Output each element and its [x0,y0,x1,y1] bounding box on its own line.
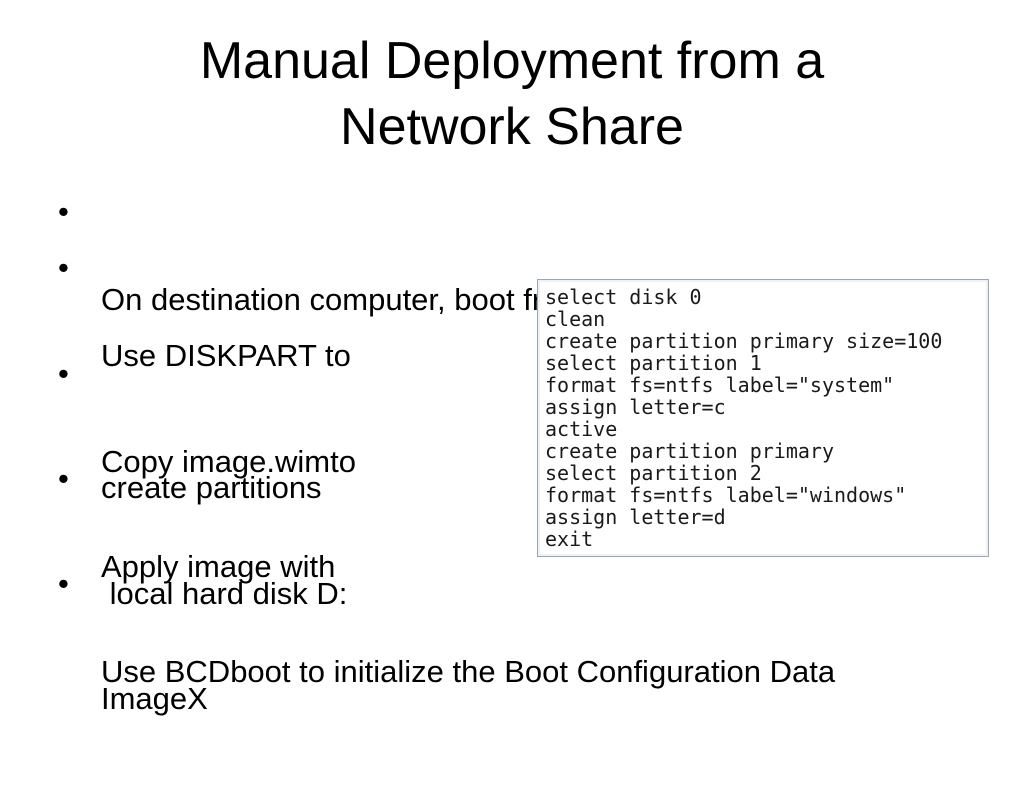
bullet-dot: • [58,250,69,285]
code-line: create partition primary size=100 [545,329,943,353]
code-line: active [545,417,618,441]
bullet-text: Copy image.wimto local hard disk D: [101,352,356,704]
bullet-dot: • [58,194,69,229]
bullet-dot: • [58,461,69,496]
bullet-line: ImageX [101,681,208,716]
code-line: format fs=ntfs label="system" [545,373,895,397]
bullet-line: Use DISKPART to [101,338,351,373]
bullet-dot: • [58,356,69,391]
bullet-line: local hard disk D: [101,576,348,611]
bullet-text: Use DISKPART to create partitions [101,246,351,598]
bullet-line: Apply image with [101,549,336,584]
code-line: create partition primary [545,439,834,463]
bullet-line: Copy image.wimto [101,444,356,479]
diskpart-script-image: select disk 0 clean create partition pri… [537,279,989,557]
code-line: select disk 0 [545,285,702,309]
bullet-text: Use BCDboot to initialize the Boot Confi… [101,562,835,782]
bullet-text: Apply image with ImageX [101,457,335,809]
code-line: format fs=ntfs label="windows" [545,483,907,507]
bullet-dot: • [58,566,69,601]
slide-title: Manual Deployment from a Network Share [80,28,944,160]
code-line: assign letter=d [545,505,726,529]
code-line: assign letter=c [545,395,726,419]
slide-title-line-1: Manual Deployment from a [199,32,825,90]
code-line: select partition 2 [545,461,762,485]
code-line: select partition 1 [545,351,762,375]
code-line: exit [545,527,594,551]
code-line: clean [545,307,606,331]
slide-title-line-2: Network Share [340,98,684,156]
bullet-line: create partitions [101,470,322,505]
bullet-line: Use BCDboot to initialize the Boot Confi… [101,654,836,689]
